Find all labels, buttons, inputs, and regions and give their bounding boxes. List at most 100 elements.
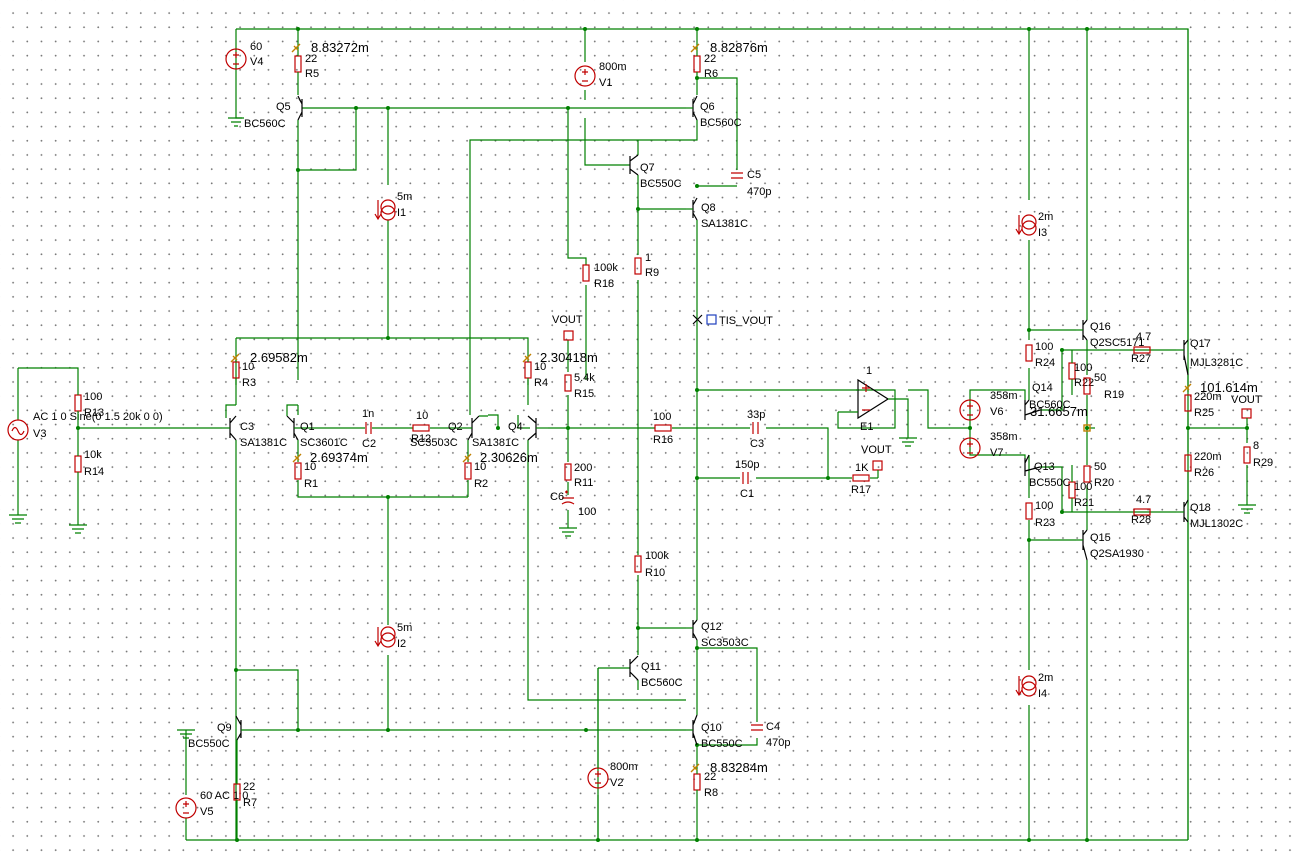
- svg-text:2.30626m: 2.30626m: [480, 450, 538, 465]
- probe-icon: 2.30418m: [522, 350, 598, 365]
- probe-icon: 31.6657m: [1030, 404, 1091, 432]
- svg-text:R2: R2: [474, 478, 488, 490]
- probe-icon: 2.69582m: [230, 350, 308, 365]
- svg-text:470p: 470p: [747, 186, 771, 198]
- svg-text:10: 10: [304, 461, 316, 473]
- svg-text:8.83272m: 8.83272m: [311, 40, 369, 55]
- svg-text:60 AC 1 0: 60 AC 1 0: [200, 790, 248, 802]
- voltage-source-v1[interactable]: 800m V1: [574, 61, 627, 89]
- svg-text:2.30418m: 2.30418m: [540, 350, 598, 365]
- svg-text:BC550C: BC550C: [1029, 477, 1071, 489]
- svg-text:SA1381C: SA1381C: [472, 437, 519, 449]
- current-source-i1[interactable]: 5m I1: [374, 191, 412, 221]
- svg-text:4.7: 4.7: [1136, 494, 1151, 506]
- voltage-source-v6[interactable]: 358m V6: [959, 390, 1018, 421]
- svg-text:10k: 10k: [84, 449, 102, 461]
- svg-text:Q2SC5171: Q2SC5171: [1090, 337, 1144, 349]
- svg-text:5m: 5m: [397, 622, 412, 634]
- current-source-i4[interactable]: 2m I4: [1015, 672, 1053, 700]
- svg-text:MJL1302C: MJL1302C: [1190, 518, 1243, 530]
- ground-icon: [1238, 504, 1256, 514]
- svg-text:10: 10: [242, 361, 254, 373]
- capacitor-c5: C5 470p: [731, 169, 771, 198]
- svg-text:R21: R21: [1074, 497, 1094, 509]
- svg-text:R12: R12: [411, 433, 431, 445]
- voltage-source-v5[interactable]: 60 AC 1 0 V5: [175, 790, 248, 819]
- svg-text:Q12: Q12: [701, 621, 722, 633]
- svg-text:R13: R13: [84, 407, 104, 419]
- svg-text:470p: 470p: [766, 737, 790, 749]
- ground-icon: [9, 514, 27, 524]
- svg-text:10: 10: [534, 361, 546, 373]
- svg-text:R25: R25: [1194, 407, 1214, 419]
- svg-text:I4: I4: [1038, 688, 1047, 700]
- svg-text:BC560C: BC560C: [244, 118, 286, 130]
- svg-text:100: 100: [578, 506, 596, 518]
- svg-text:SA1381C: SA1381C: [701, 218, 748, 230]
- svg-text:8.82876m: 8.82876m: [710, 40, 768, 55]
- svg-text:C3: C3: [750, 438, 764, 450]
- svg-text:5m: 5m: [397, 191, 412, 203]
- current-source-i2[interactable]: 5m I2: [374, 622, 412, 650]
- svg-text:R10: R10: [645, 567, 665, 579]
- svg-text:22: 22: [704, 53, 716, 65]
- svg-text:TIS_VOUT: TIS_VOUT: [719, 315, 773, 327]
- svg-text:R26: R26: [1194, 467, 1214, 479]
- svg-text:33p: 33p: [747, 409, 765, 421]
- svg-text:358m: 358m: [990, 431, 1018, 443]
- svg-text:60: 60: [250, 41, 262, 53]
- net-label-tis-vout: TIS_VOUT: [692, 314, 773, 327]
- current-source-i3[interactable]: 2m I3: [1015, 211, 1053, 239]
- probe-icon: 2.69374m: [292, 450, 368, 465]
- svg-text:C5: C5: [747, 169, 761, 181]
- net-labels[interactable]: VOUT VOUT VOUT TIS_VOUT: [552, 314, 1262, 478]
- probe-icon: 8.83272m: [291, 40, 369, 55]
- svg-text:R14: R14: [84, 466, 104, 478]
- svg-text:V7: V7: [990, 447, 1003, 459]
- svg-text:31.6657m: 31.6657m: [1030, 404, 1088, 419]
- svg-text:Q1: Q1: [300, 421, 315, 433]
- svg-text:R28: R28: [1131, 514, 1151, 526]
- svg-text:C2: C2: [362, 438, 376, 450]
- svg-text:BC560C: BC560C: [1029, 399, 1071, 411]
- voltage-source-v2[interactable]: 800m V2: [587, 668, 638, 789]
- voltage-source-v4[interactable]: 60 V4: [225, 41, 263, 70]
- svg-text:R19: R19: [1104, 389, 1124, 401]
- svg-text:8.83284m: 8.83284m: [710, 760, 768, 775]
- svg-text:Q11: Q11: [641, 661, 661, 673]
- svg-text:8: 8: [1253, 440, 1259, 452]
- svg-text:SA1381C: SA1381C: [240, 437, 287, 449]
- svg-text:Q13: Q13: [1034, 461, 1055, 473]
- svg-text:VOUT: VOUT: [861, 444, 892, 456]
- svg-text:4.7: 4.7: [1136, 331, 1151, 343]
- voltage-source-v7[interactable]: 358m V7: [959, 431, 1018, 459]
- svg-text:R8: R8: [704, 787, 718, 799]
- voltage-source-v3[interactable]: AC 1 0 Sine(0 1.5 20k 0 0) V3: [7, 411, 163, 441]
- svg-text:Q7: Q7: [640, 162, 655, 174]
- svg-text:Q4: Q4: [508, 421, 523, 433]
- vcvs-e1[interactable]: 1 E1: [838, 365, 909, 433]
- voltage-probes[interactable]: 8.83272m 8.82876m 2.69582m 2.30418m 2.69…: [230, 40, 1258, 775]
- svg-text:100k: 100k: [594, 262, 618, 274]
- svg-text:Q10: Q10: [701, 722, 722, 734]
